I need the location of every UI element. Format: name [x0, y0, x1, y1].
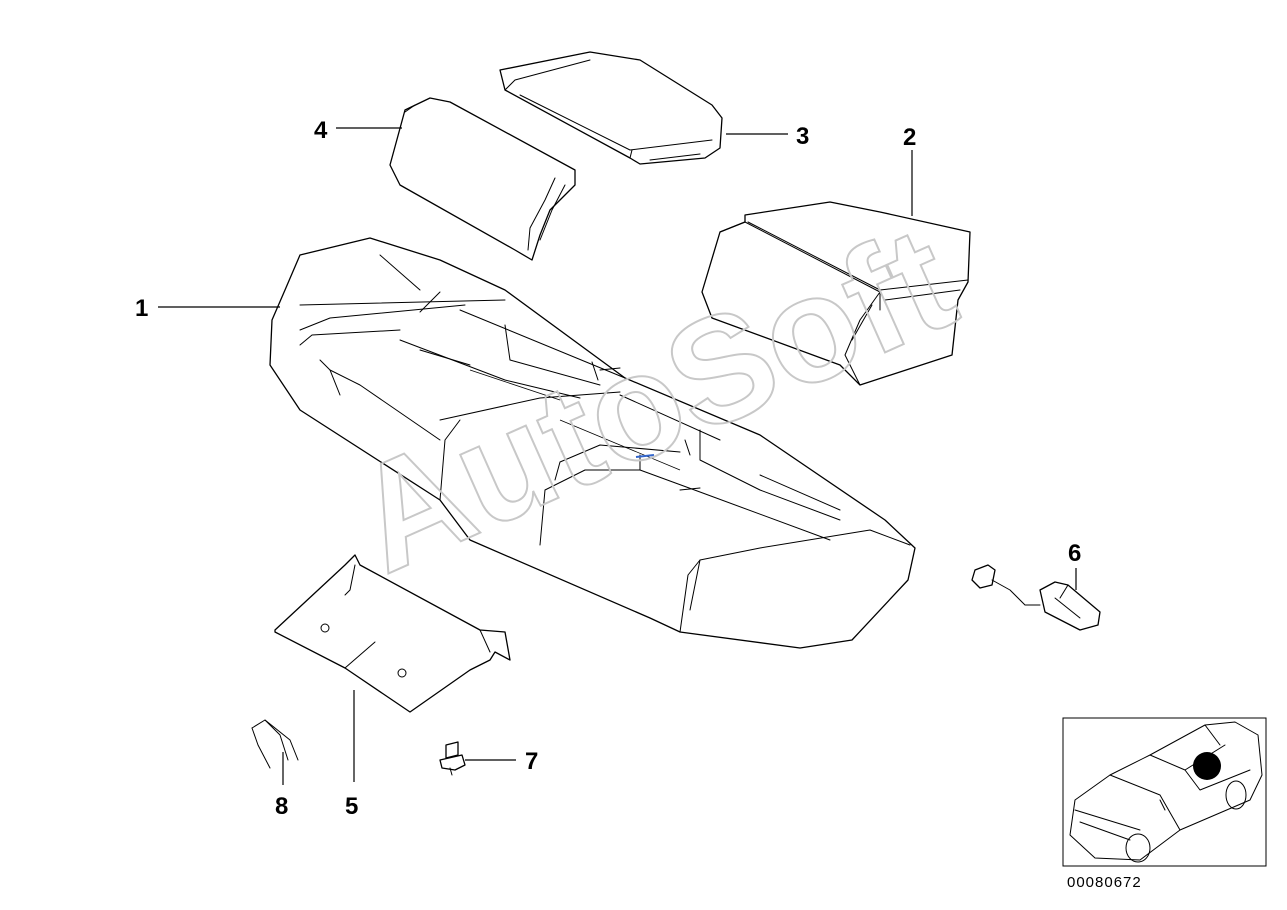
part-8-wire-clip: [251, 719, 299, 769]
diagram-number: 00080672: [1067, 874, 1142, 891]
callout-3: 3: [796, 123, 809, 150]
callout-6: 6: [1068, 540, 1081, 567]
callouts: 1 2 3 4 5 6 7 8: [135, 117, 1081, 820]
callout-1: 1: [135, 295, 148, 322]
location-marker: [1193, 752, 1221, 780]
part-5-bracket-plate: [274, 554, 511, 713]
part-1-seat-cushion: [269, 237, 916, 649]
part-3-cushion-panel: [499, 51, 723, 165]
callout-2: 2: [903, 124, 916, 151]
leader-lines: [158, 127, 1077, 785]
callout-5: 5: [345, 793, 358, 820]
part-4-cushion-panel: [389, 97, 576, 261]
car-outline-icon: [1069, 721, 1263, 863]
callout-8: 8: [275, 793, 288, 820]
car-locator-inset: [1062, 717, 1267, 867]
inset-frame: [1062, 717, 1267, 867]
part-2-block: [701, 201, 971, 386]
part-6-connector: [971, 564, 1101, 631]
part-7-clip: [439, 741, 466, 776]
callout-4: 4: [314, 117, 328, 144]
callout-7: 7: [525, 748, 538, 775]
